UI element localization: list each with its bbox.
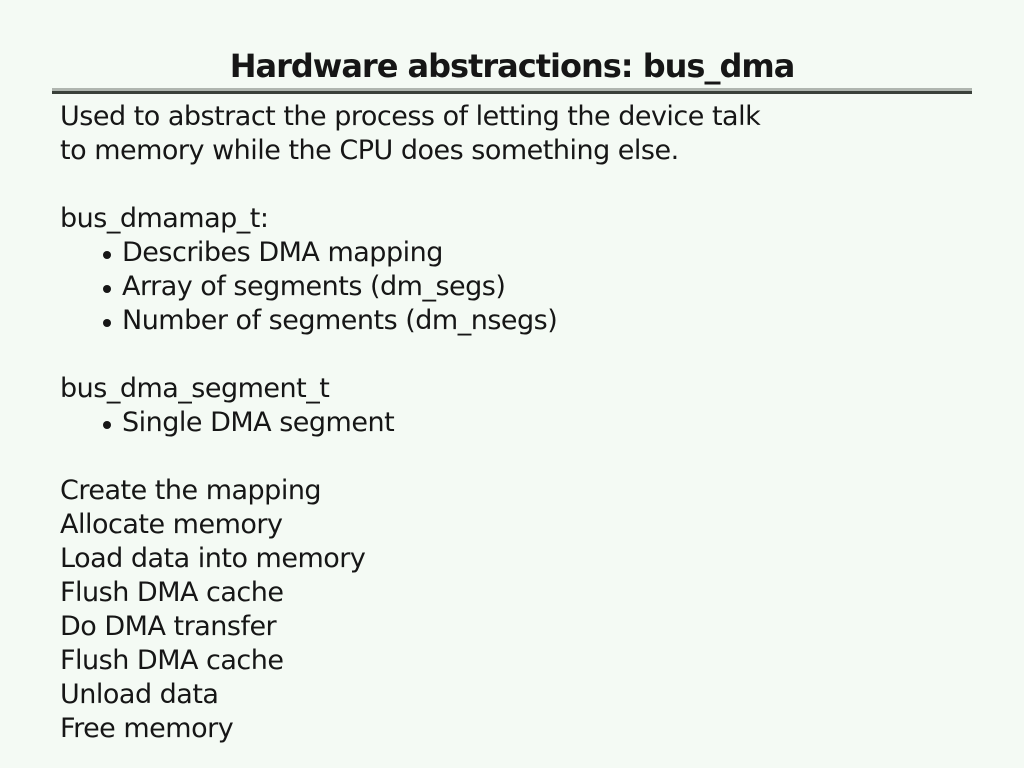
bullet-item: Single DMA segment	[60, 406, 994, 440]
intro-line: to memory while the CPU does something e…	[60, 135, 679, 166]
step-line: Allocate memory	[60, 509, 283, 540]
step-line: Load data into memory	[60, 543, 366, 574]
bullet-item-label: Number of segments (dm_nsegs)	[122, 305, 558, 336]
step-line: Free memory	[60, 713, 234, 744]
divider-highlight	[52, 88, 972, 91]
divider-shadow	[52, 91, 972, 94]
title-divider	[52, 88, 972, 94]
bullet-dot-icon	[103, 251, 111, 259]
bullet-item-label: Single DMA segment	[122, 407, 395, 438]
bullet-item-label: Array of segments (dm_segs)	[122, 271, 506, 302]
bullet-dot-icon	[103, 421, 111, 429]
step-line: Unload data	[60, 679, 219, 710]
step-line: Do DMA transfer	[60, 611, 277, 642]
step-line: Flush DMA cache	[60, 577, 284, 608]
section-heading: bus_dma_segment_t	[60, 373, 330, 404]
intro-line: Used to abstract the process of letting …	[60, 101, 761, 132]
bullet-dot-icon	[103, 285, 111, 293]
blank-line	[60, 440, 994, 474]
slide-body: Used to abstract the process of letting …	[60, 100, 994, 746]
bullet-item: Number of segments (dm_nsegs)	[60, 304, 994, 338]
bullet-item: Describes DMA mapping	[60, 236, 994, 270]
blank-line	[60, 168, 994, 202]
bullet-dot-icon	[103, 319, 111, 327]
slide-title: Hardware abstractions: bus_dma	[229, 47, 796, 85]
bullet-item-label: Describes DMA mapping	[122, 237, 443, 268]
section-heading: bus_dmamap_t:	[60, 203, 269, 234]
blank-line	[60, 338, 994, 372]
step-line: Flush DMA cache	[60, 645, 284, 676]
bullet-item: Array of segments (dm_segs)	[60, 270, 994, 304]
step-line: Create the mapping	[60, 475, 322, 506]
